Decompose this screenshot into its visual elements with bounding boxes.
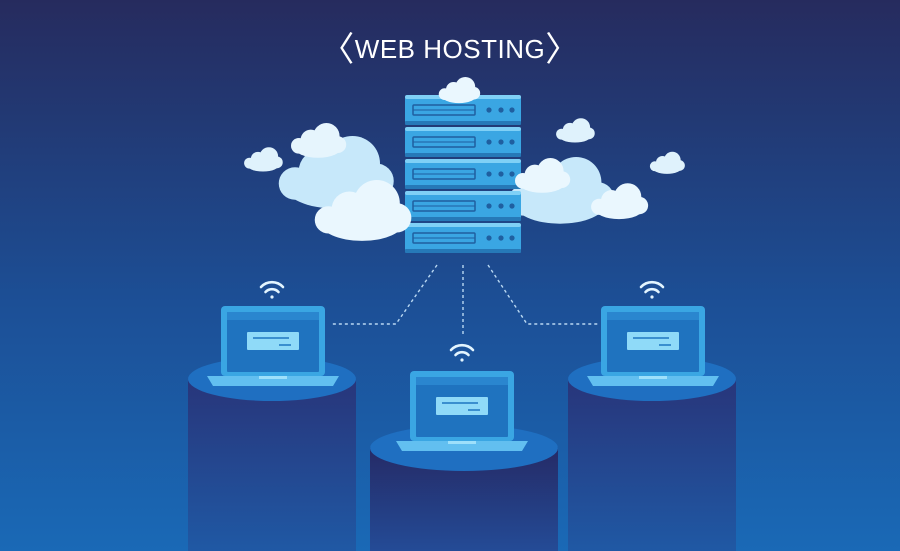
- wifi-icon: [259, 280, 285, 300]
- title-text: WEB HOSTING: [354, 34, 546, 64]
- laptop-left: [206, 305, 340, 387]
- page-title: 〈WEB HOSTING〉: [0, 22, 900, 71]
- server-rack-icon: [404, 94, 522, 254]
- cloud-icon: [649, 151, 685, 174]
- cloud-icon: [438, 77, 481, 104]
- left-bracket: 〈: [320, 30, 355, 70]
- laptop-right: [586, 305, 720, 387]
- wifi-icon: [639, 280, 665, 300]
- cloud-icon: [556, 118, 595, 143]
- wifi-icon: [449, 343, 475, 363]
- pedestal-right: [568, 357, 736, 551]
- laptop-center: [395, 370, 529, 452]
- cloud-icon: [291, 123, 347, 158]
- cloud-icon: [244, 147, 283, 172]
- connection-lines: [330, 264, 600, 336]
- pedestal-left: [188, 357, 356, 551]
- right-bracket: 〉: [545, 30, 580, 70]
